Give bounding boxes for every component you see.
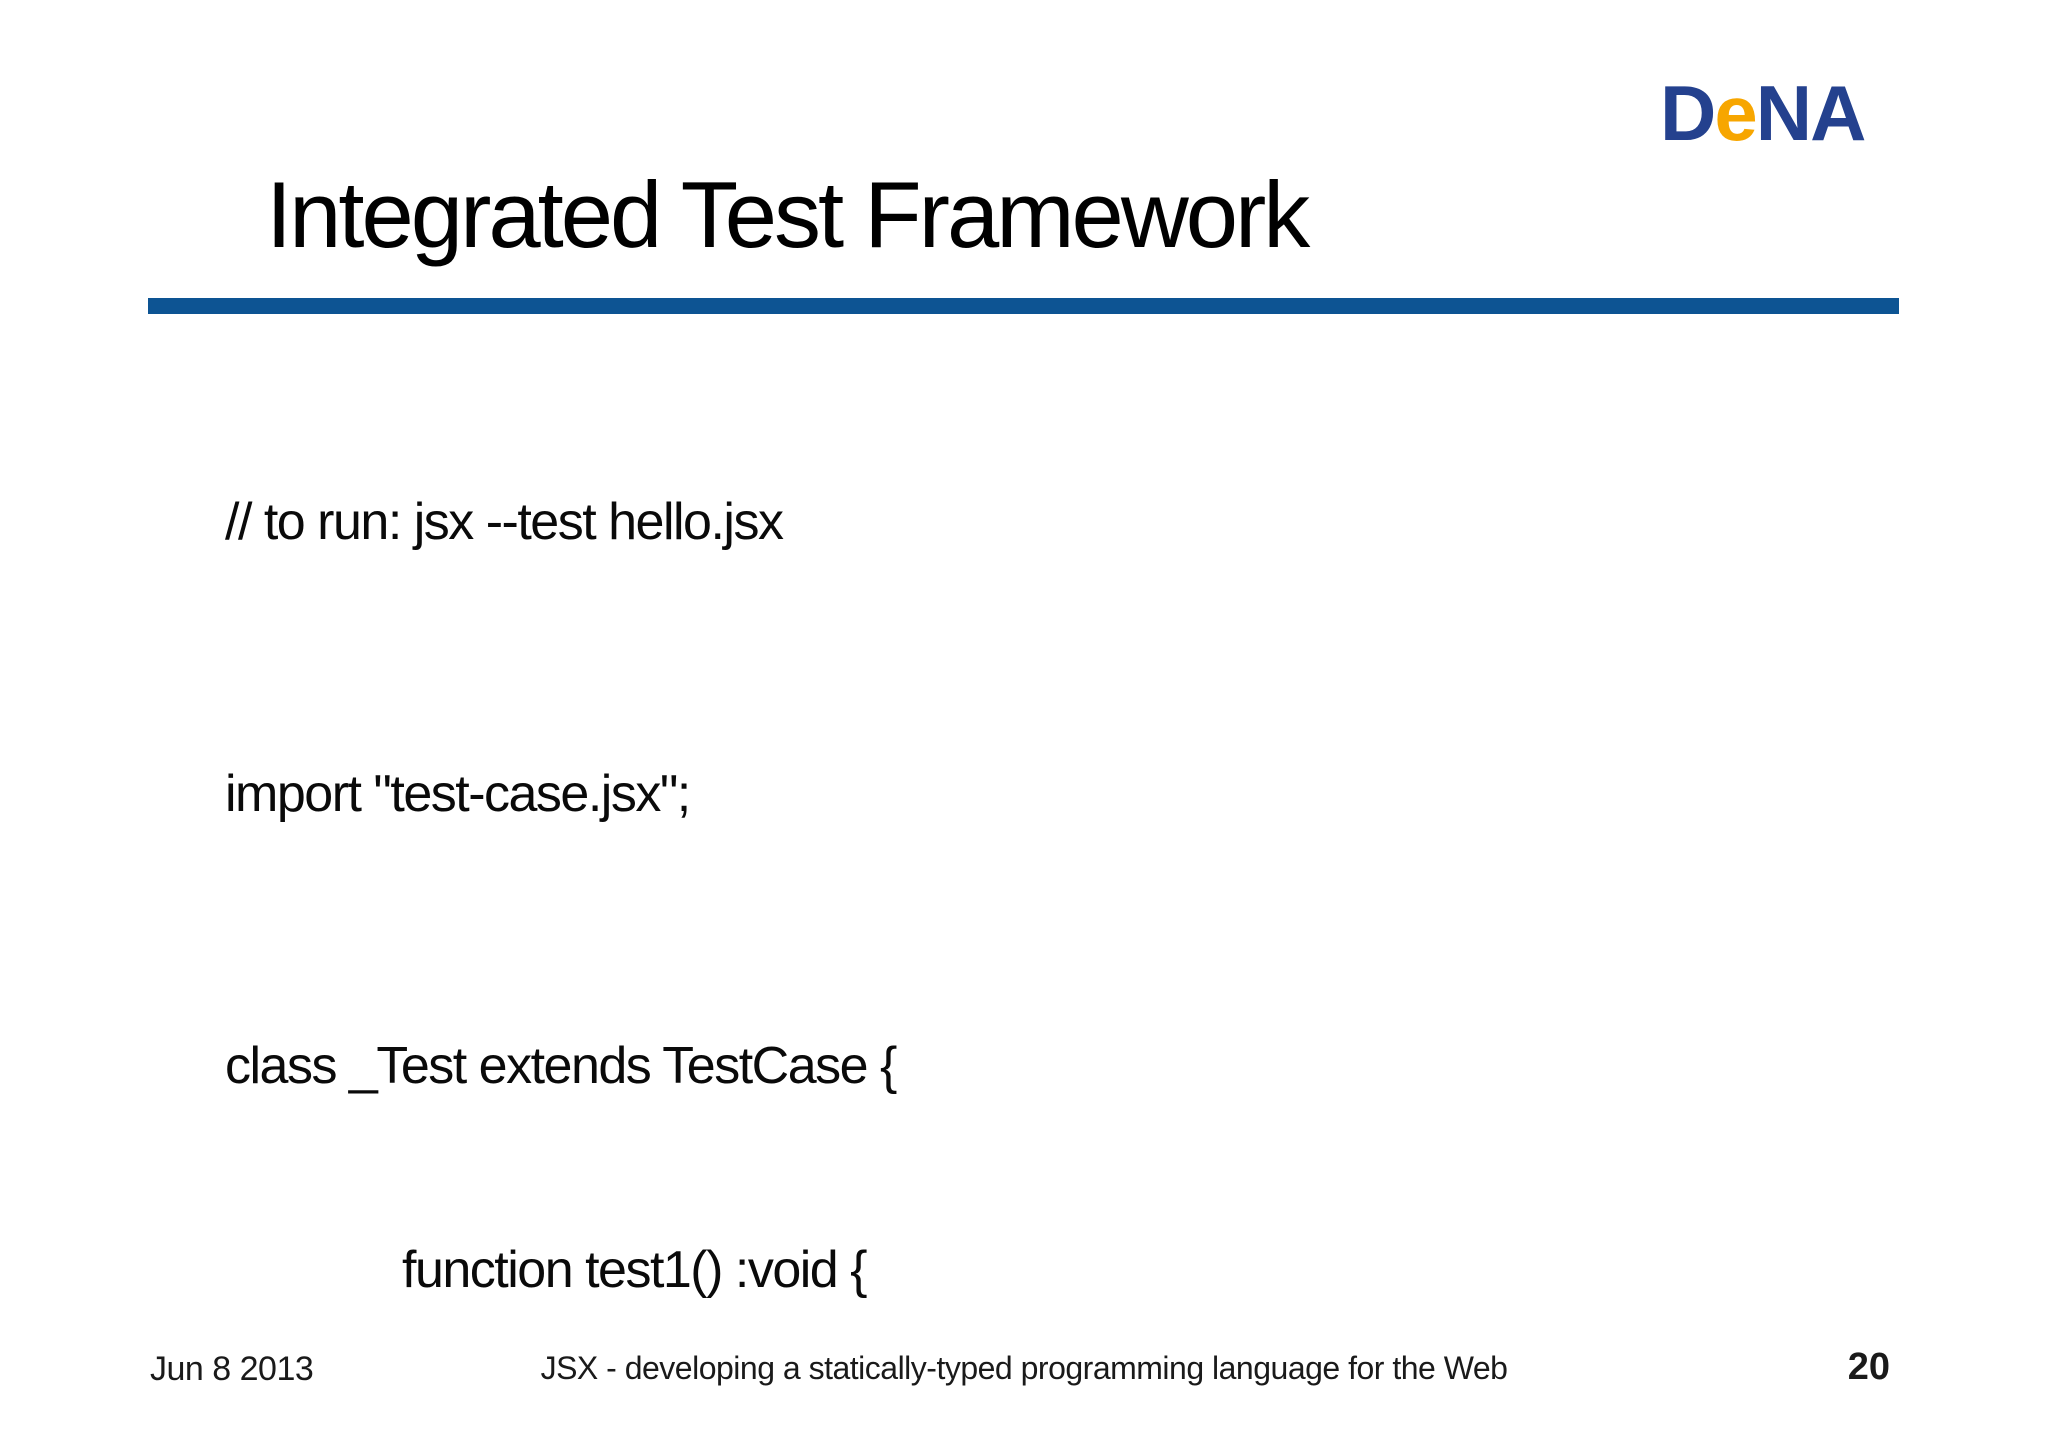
code-line-comment: // to run: jsx --test hello.jsx [225,493,784,551]
code-line-class-open: class _Test extends TestCase { [225,1037,897,1095]
footer-deck-title: JSX - developing a statically-typed prog… [540,1350,1508,1386]
dena-logo: DeNA [1660,74,1866,152]
footer-page-number: 20 [1847,1346,1890,1388]
footer-date: Jun 8 2013 [150,1350,314,1388]
code-line-import: import "test-case.jsx"; [225,765,691,823]
code-line-test1-open: function test1() :void { [402,1241,868,1299]
code-line-expect-hello: this.expect("hello").toBe("hello"); [225,1440,1196,1447]
logo-letter-e: e [1714,69,1757,157]
logo-letter-d: D [1660,69,1716,157]
slide-title: Integrated Test Framework [266,162,1310,267]
logo-letters-na: NA [1755,69,1867,157]
code-block: // to run: jsx --test hello.jsx import "… [225,352,1196,1447]
title-divider-rule [148,298,1899,314]
